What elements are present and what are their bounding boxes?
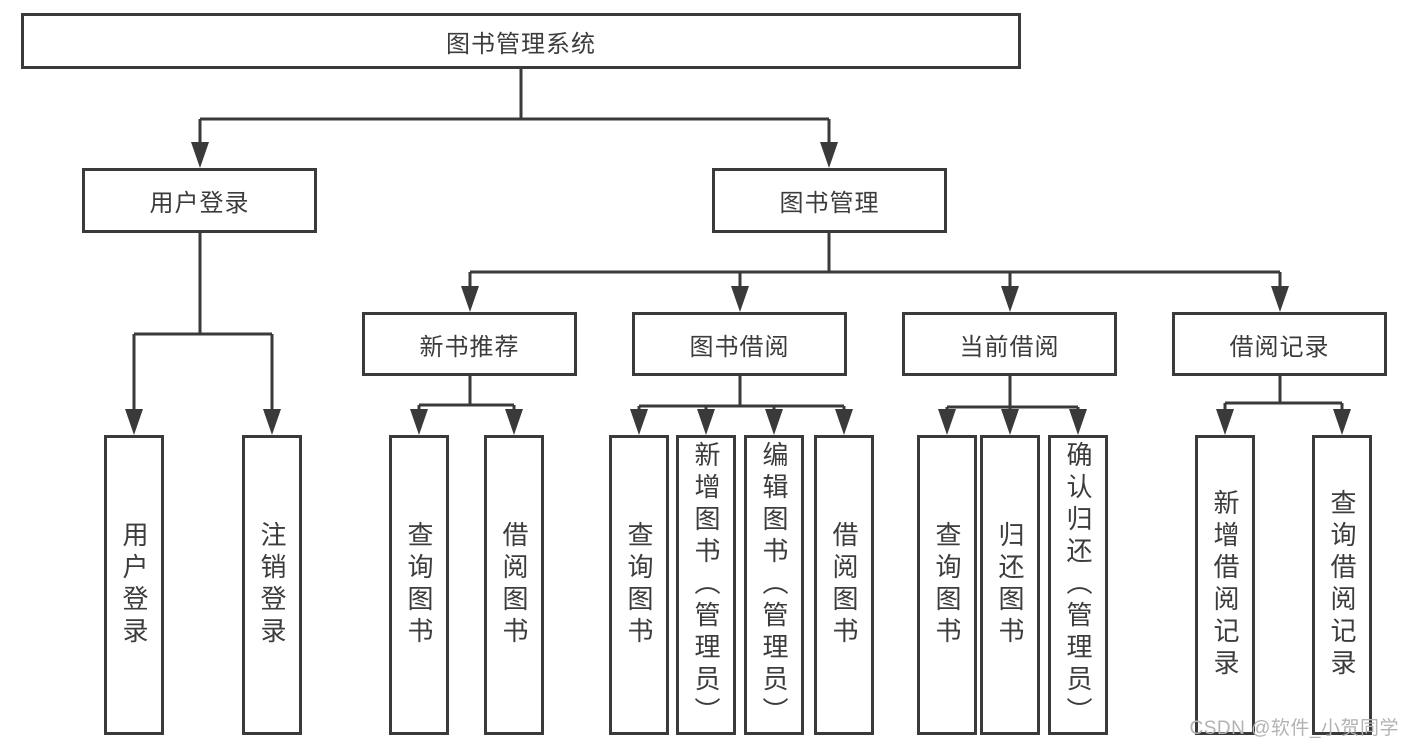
leaf-borrow-borrow-books: 借阅图书: [814, 435, 874, 735]
leaf-user-login: 用户登录: [104, 435, 164, 735]
node-library-system: 图书管理系统: [21, 13, 1021, 69]
leaf-records-query-borrow-record: 查询借阅记录: [1312, 435, 1372, 735]
leaf-label: 查询借阅记录: [1327, 489, 1357, 681]
leaf-borrow-edit-books-admin: 编辑图书（管理员）: [744, 435, 804, 735]
leaf-current-query-books: 查询图书: [917, 435, 977, 735]
leaf-label: 查询图书: [932, 521, 962, 649]
leaf-label: 用户登录: [119, 521, 149, 649]
node-book-management: 图书管理: [712, 168, 947, 233]
leaf-label: 编辑图书（管理员）: [759, 441, 789, 729]
leaf-label: 查询图书: [404, 521, 434, 649]
leaf-label: 新增图书（管理员）: [691, 441, 721, 729]
leaf-label: 确认归还（管理员）: [1063, 441, 1093, 729]
leaf-records-add-borrow-record: 新增借阅记录: [1195, 435, 1255, 735]
leaf-label: 借阅图书: [829, 521, 859, 649]
node-user-login: 用户登录: [82, 168, 317, 233]
arrowhead-icons: [125, 142, 1351, 435]
node-new-book-recommendation: 新书推荐: [362, 312, 577, 376]
node-book-borrowing: 图书借阅: [632, 312, 847, 376]
watermark-csdn: CSDN @软件_小贺同学: [1189, 718, 1399, 739]
leaf-current-return-books: 归还图书: [980, 435, 1040, 735]
leaf-label: 查询图书: [624, 521, 654, 649]
leaf-label: 借阅图书: [499, 521, 529, 649]
leaf-logout-login: 注销登录: [242, 435, 302, 735]
leaf-current-confirm-return-admin: 确认归还（管理员）: [1048, 435, 1108, 735]
leaf-label: 注销登录: [257, 521, 287, 649]
leaf-recommend-borrow-books: 借阅图书: [484, 435, 544, 735]
leaf-label: 新增借阅记录: [1210, 489, 1240, 681]
leaf-borrow-query-books: 查询图书: [609, 435, 669, 735]
leaf-borrow-add-books-admin: 新增图书（管理员）: [676, 435, 736, 735]
node-current-borrowing: 当前借阅: [902, 312, 1117, 376]
leaf-label: 归还图书: [995, 521, 1025, 649]
node-borrowing-records: 借阅记录: [1172, 312, 1387, 376]
leaf-recommend-query-books: 查询图书: [389, 435, 449, 735]
